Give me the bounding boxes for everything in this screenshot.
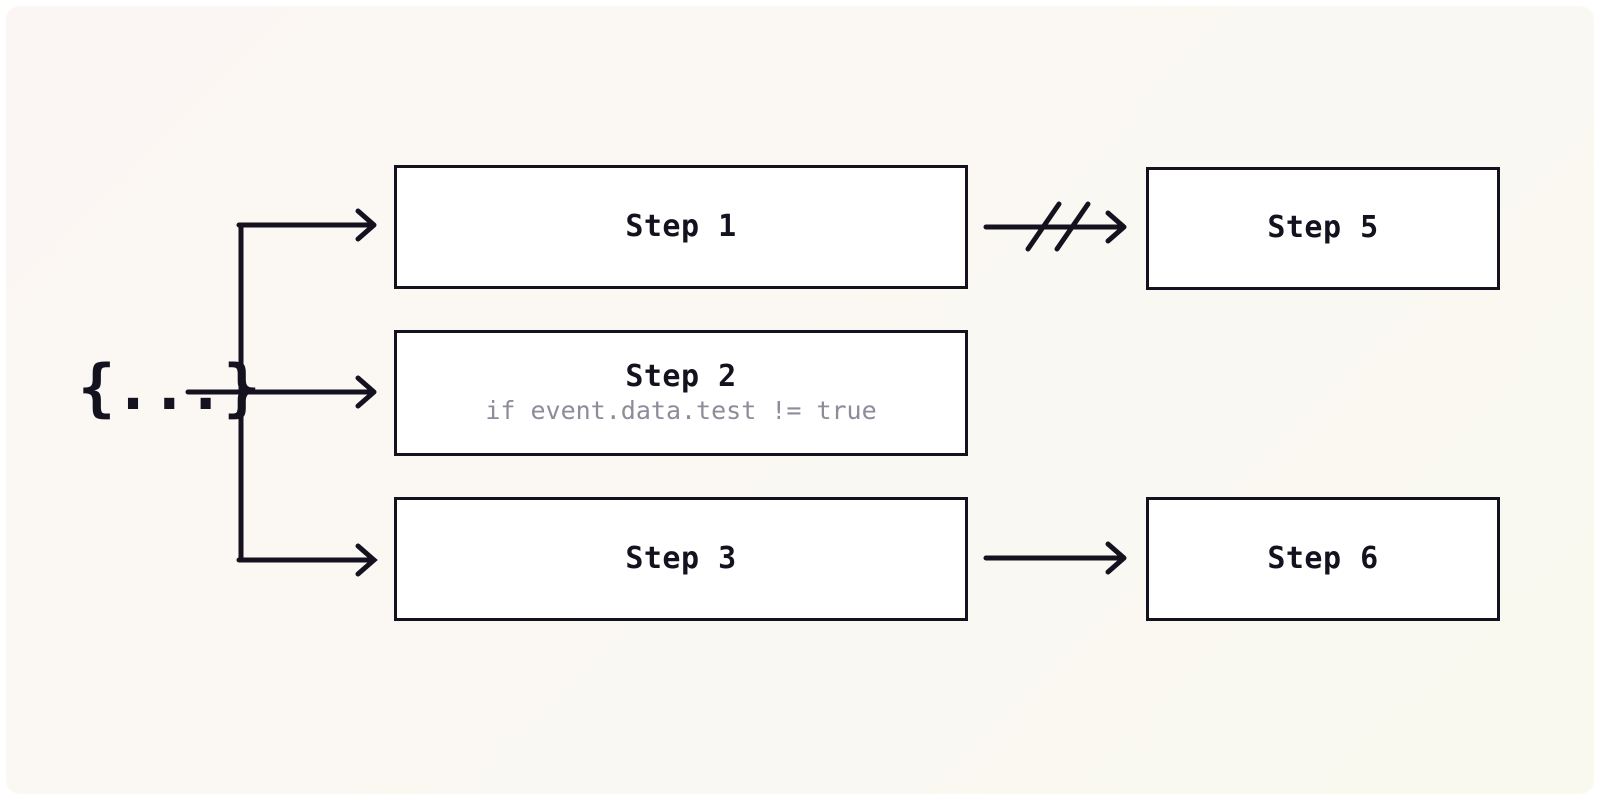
diagram-surface: {...} Step 1 Step 2 if event.data.test !… [6,6,1594,794]
node-step-6-title: Step 6 [1267,540,1379,576]
edge-branch-to-step-3 [236,543,378,577]
node-step-1[interactable]: Step 1 [394,165,968,289]
json-trigger-icon[interactable]: {...} [78,351,261,424]
blocked-double-slash-icon [1025,201,1091,252]
edge-step-1-to-step-5 [983,201,1127,252]
edge-branch-to-step-1 [236,208,377,242]
node-step-5-title: Step 5 [1267,210,1379,246]
node-step-3-title: Step 3 [625,540,737,576]
node-step-3[interactable]: Step 3 [394,497,968,621]
edge-branch-to-step-2 [236,375,377,409]
node-step-5[interactable]: Step 5 [1146,167,1500,290]
node-step-6[interactable]: Step 6 [1146,497,1500,621]
node-step-2[interactable]: Step 2 if event.data.test != true [394,330,968,456]
diagram-edges-layer [185,201,1127,577]
node-step-2-condition: if event.data.test != true [485,396,877,426]
edge-step-3-to-step-6 [983,541,1127,575]
node-step-2-title: Step 2 [625,358,737,394]
node-step-1-title: Step 1 [625,208,737,244]
